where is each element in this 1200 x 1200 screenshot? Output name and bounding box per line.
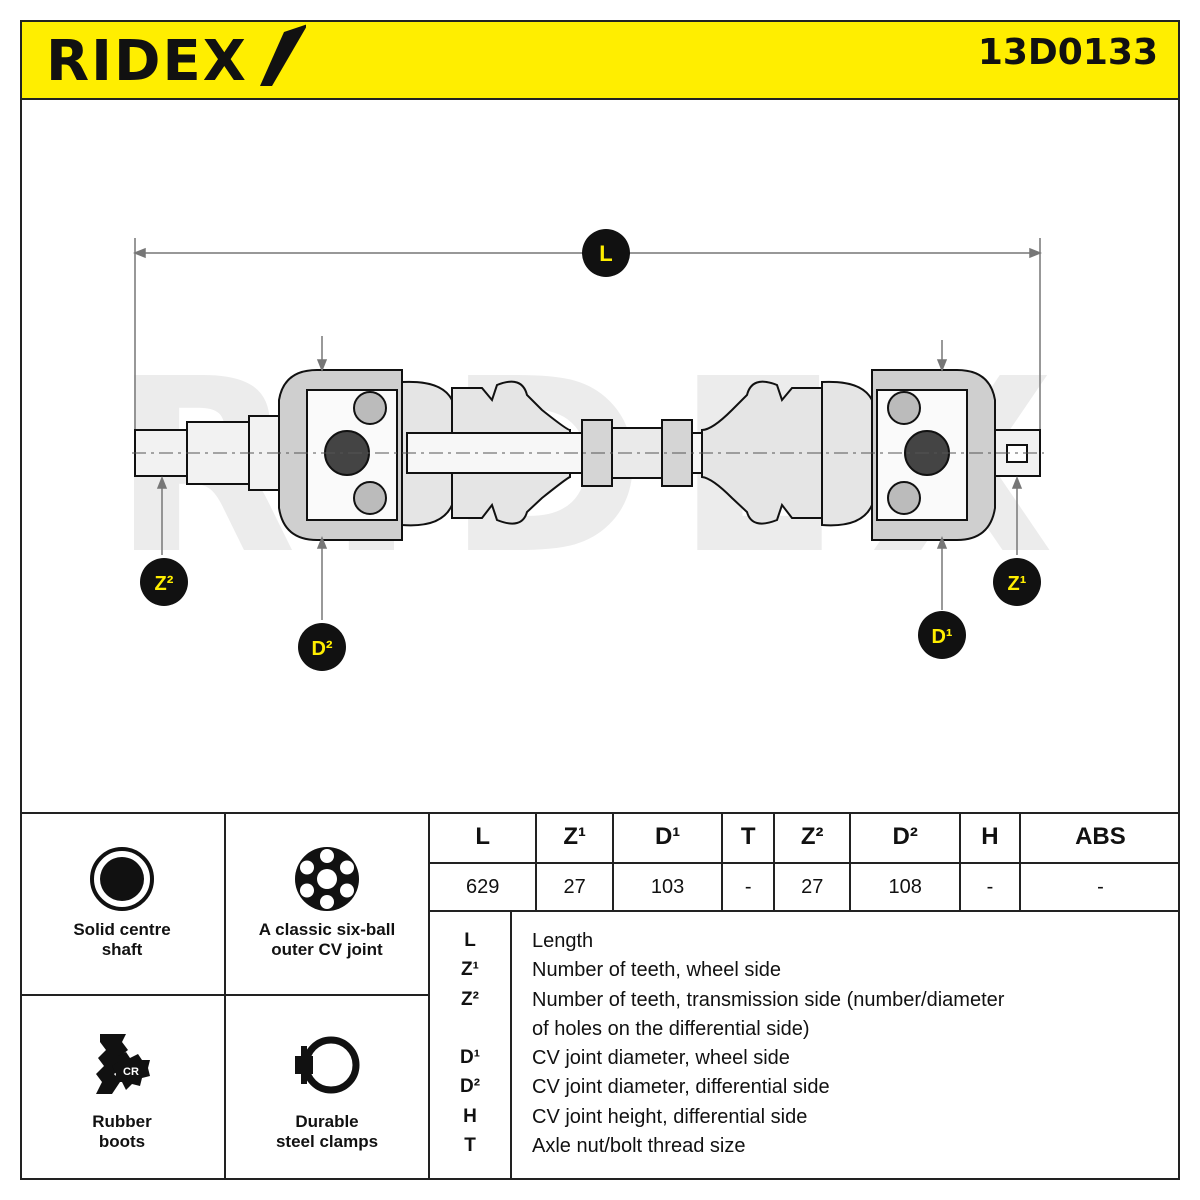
boot-badge-label: CR bbox=[123, 1066, 139, 1078]
legend-row: T Axle nut/bolt thread size bbox=[430, 1131, 1180, 1161]
spec-value: 27 bbox=[535, 863, 613, 912]
callout-D2: D² bbox=[298, 623, 346, 671]
legend-description: CV joint height, differential side bbox=[532, 1106, 808, 1128]
spec-header: H bbox=[958, 812, 1020, 864]
feature-rubber-boots: CR Rubber boots bbox=[20, 996, 226, 1180]
legend-row: L Length bbox=[430, 926, 1180, 956]
feature-label: Durable steel clamps bbox=[275, 1112, 379, 1151]
legend-description: CV joint diameter, wheel side bbox=[532, 1047, 790, 1069]
part-number: 13D0133 bbox=[977, 32, 1158, 73]
callout-L: L bbox=[582, 229, 630, 277]
legend-key: H bbox=[463, 1106, 477, 1127]
spec-value: - bbox=[1018, 863, 1180, 912]
legend-description: Number of teeth, wheel side bbox=[532, 959, 782, 981]
legend-description: Number of teeth, transmission side (numb… bbox=[532, 989, 1005, 1011]
spec-value-row: 629 27 103 - 27 108 - - bbox=[430, 863, 1180, 912]
drive-shaft-drawing: RIDEX bbox=[112, 229, 1054, 671]
legend-key: L bbox=[464, 930, 476, 951]
legend-description: CV joint diameter, differential side bbox=[532, 1076, 830, 1098]
legend-row: Z¹ Number of teeth, wheel side bbox=[430, 955, 1180, 985]
feature-solid-shaft: Solid centre shaft bbox=[20, 812, 226, 996]
spec-header: D² bbox=[849, 812, 960, 864]
brand-logo-text: RIDEX bbox=[46, 29, 248, 94]
solid-circle-icon bbox=[90, 847, 154, 911]
specs-section: Solid centre shaft A classic six-ball ou… bbox=[20, 812, 1180, 1180]
callout-Z1: Z¹ bbox=[993, 558, 1041, 606]
callout-D2-label: D² bbox=[311, 638, 332, 660]
spec-value: - bbox=[958, 863, 1020, 912]
spec-header: Z² bbox=[773, 812, 851, 864]
feature-label: A classic six-ball outer CV joint bbox=[258, 920, 396, 959]
callout-Z2: Z² bbox=[140, 558, 188, 606]
callout-D1: D¹ bbox=[918, 611, 966, 659]
legend-row: Z² Number of teeth, transmission side (n… bbox=[430, 985, 1180, 1015]
legend-divider bbox=[510, 912, 512, 1180]
callout-leaders bbox=[156, 336, 1023, 620]
legend-key: D² bbox=[459, 1076, 481, 1097]
callout-Z1-label: Z¹ bbox=[1008, 573, 1027, 595]
rubber-boot-icon: CR bbox=[96, 1034, 150, 1094]
spec-value: 108 bbox=[849, 863, 960, 912]
spec-value: 27 bbox=[773, 863, 851, 912]
legend-row: D¹ CV joint diameter, wheel side bbox=[430, 1043, 1180, 1073]
spec-header: ABS bbox=[1018, 812, 1180, 864]
feature-six-ball-joint: A classic six-ball outer CV joint bbox=[226, 812, 430, 996]
header-bar bbox=[20, 20, 1180, 100]
legend-key: Z¹ bbox=[461, 959, 479, 980]
callout-D1-label: D¹ bbox=[931, 626, 952, 648]
callout-L-label: L bbox=[599, 241, 612, 266]
spec-header-row: L Z¹ D¹ T Z² D² H ABS bbox=[430, 812, 1180, 864]
legend-description: of holes on the differential side) bbox=[532, 1018, 810, 1040]
feature-label: Rubber boots bbox=[92, 1112, 152, 1151]
legend-description: Length bbox=[532, 930, 594, 952]
feature-label: Solid centre shaft bbox=[73, 920, 171, 959]
logo-slash-icon bbox=[260, 24, 306, 86]
legend-description: Axle nut/bolt thread size bbox=[532, 1135, 746, 1157]
legend-key: Z² bbox=[461, 989, 479, 1010]
legend-row: H CV joint height, differential side bbox=[430, 1102, 1180, 1132]
spec-header: T bbox=[721, 812, 775, 864]
feature-steel-clamps: Durable steel clamps bbox=[226, 996, 430, 1180]
brand-logo: RIDEX bbox=[46, 24, 306, 94]
shaft-assembly bbox=[134, 369, 1041, 541]
legend-key: T bbox=[464, 1135, 476, 1156]
spec-value: 629 bbox=[430, 863, 537, 912]
legend: L Length Z¹ Number of teeth, wheel side … bbox=[430, 912, 1180, 1180]
spec-header: L bbox=[430, 812, 537, 864]
legend-row: D² CV joint diameter, differential side bbox=[430, 1072, 1180, 1102]
legend-row-continued: of holes on the differential side) bbox=[430, 1014, 1180, 1044]
spec-header: Z¹ bbox=[535, 812, 613, 864]
spec-table: L Z¹ D¹ T Z² D² H ABS 629 27 103 - 27 10… bbox=[430, 812, 1180, 912]
legend-key: D¹ bbox=[459, 1047, 481, 1068]
six-ball-joint-icon bbox=[295, 847, 359, 911]
callout-Z2-label: Z² bbox=[155, 573, 174, 595]
spec-header: D¹ bbox=[611, 812, 723, 864]
spec-value: - bbox=[721, 863, 775, 912]
spec-value: 103 bbox=[611, 863, 723, 912]
clamp-icon bbox=[295, 1036, 360, 1094]
